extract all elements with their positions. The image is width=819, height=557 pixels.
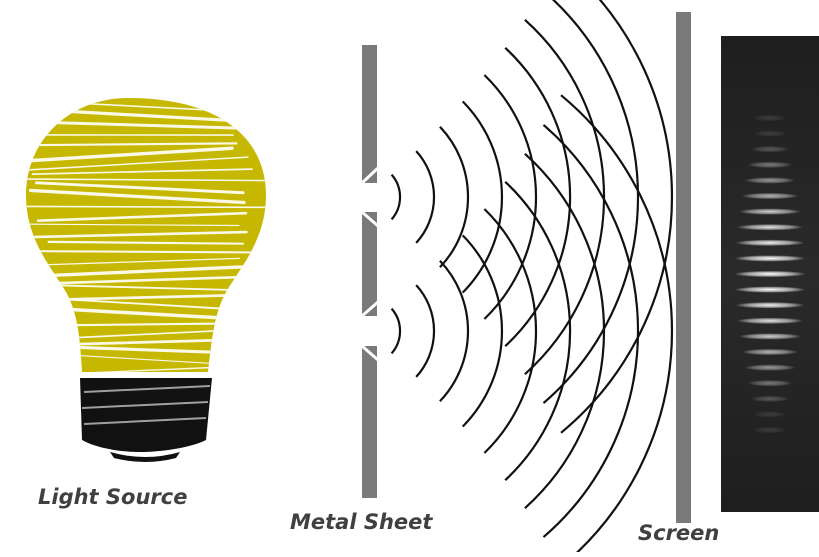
interference-fringe	[744, 177, 795, 183]
metal-sheet-top	[362, 45, 377, 183]
light-bulb-icon	[21, 98, 270, 462]
wavefront-bottom-8	[544, 125, 638, 537]
interference-fringe	[751, 396, 790, 402]
interference-fringe	[742, 349, 799, 355]
interference-fringe	[737, 318, 803, 324]
screen-bar	[676, 12, 691, 523]
wavefront-bottom-2	[416, 285, 434, 377]
screen-label: Screen	[638, 521, 719, 545]
wavefront-top-6	[505, 48, 570, 346]
interference-fringe	[734, 255, 805, 261]
metal-sheet-label: Metal Sheet	[290, 510, 432, 534]
interference-fringe	[744, 364, 795, 370]
wavefront-bottom-1	[392, 309, 400, 354]
bulb-scribble	[34, 323, 265, 326]
interference-fringe	[753, 411, 786, 417]
metal-sheet-bottom	[362, 346, 377, 498]
wavefront-top-2	[416, 151, 434, 243]
metal-sheet	[362, 45, 378, 498]
interference-fringe	[739, 208, 801, 214]
interference-fringe	[734, 286, 805, 292]
wavefront-bottom-9	[561, 95, 672, 552]
interference-fringe	[735, 302, 804, 308]
wavefront-top-3	[440, 127, 468, 268]
bulb-scribble	[27, 206, 265, 207]
light-source-label: Light Source	[38, 485, 187, 509]
interference-fringe	[734, 271, 806, 277]
interference-pattern	[721, 36, 819, 512]
wavefront-top-1	[392, 175, 400, 220]
bulb-scribble	[33, 251, 263, 252]
metal-sheet-middle	[362, 212, 377, 316]
interference-fringe	[753, 130, 786, 136]
interference-fringe	[742, 193, 799, 199]
bulb-base	[80, 378, 212, 462]
interference-fringe	[737, 224, 803, 230]
wavefront-bottom-3	[440, 261, 468, 402]
interference-fringe	[735, 240, 804, 246]
interference-fringe	[739, 333, 801, 339]
interference-fringe	[753, 115, 786, 121]
wavefront-bottom-6	[505, 182, 570, 480]
interference-fringe	[751, 146, 790, 152]
wavefront-top-8	[544, 0, 638, 403]
interference-fringe	[748, 162, 793, 168]
interference-fringe	[753, 427, 786, 433]
wavefronts	[392, 0, 672, 552]
interference-fringe	[748, 380, 793, 386]
